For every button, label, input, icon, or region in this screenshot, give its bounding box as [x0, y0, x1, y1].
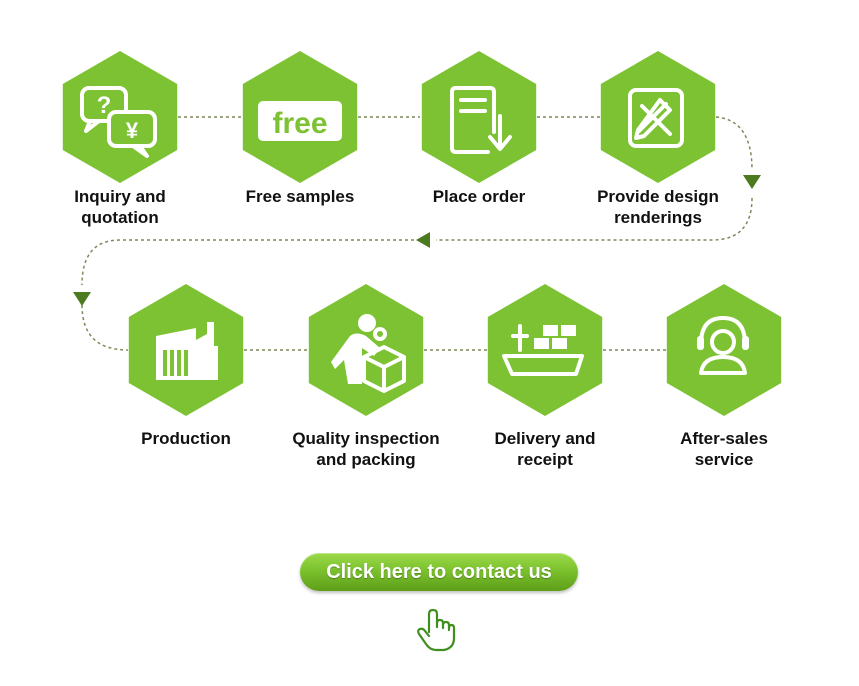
ruler-pencil-design-icon [628, 88, 684, 148]
flow-connectors [81, 116, 753, 351]
free-tag-text: free [272, 107, 327, 140]
svg-text:¥: ¥ [126, 118, 139, 143]
step-hexagon-7 [487, 284, 603, 416]
chat-bubbles-question-yen-icon: ? ¥ [80, 86, 157, 158]
connector-4-down [715, 116, 753, 171]
headset-support-icon [697, 316, 749, 375]
connector-down-5 [81, 304, 129, 351]
factory-icon [156, 322, 218, 380]
arrowhead-left [416, 232, 430, 248]
pointing-hand-icon[interactable] [414, 608, 456, 652]
cargo-ship-icon [502, 324, 584, 376]
step-label-7: Delivery and receipt [494, 429, 596, 469]
step-label-1: Inquiry and quotation [74, 187, 166, 227]
order-document-download-icon [450, 86, 512, 154]
arrowhead-down-left [73, 292, 91, 306]
step-label-2: Free samples [245, 187, 355, 206]
step-label-8: After-sales service [680, 429, 768, 469]
arrowhead-down-right [743, 175, 761, 189]
flow-arrowheads [73, 175, 761, 306]
svg-text:?: ? [97, 92, 112, 119]
step-label-4: Provide design renderings [597, 187, 719, 227]
step-label-6: Quality inspection and packing [292, 429, 440, 469]
connector-left-turn [81, 239, 420, 286]
contact-us-button[interactable]: Click here to contact us [300, 553, 578, 591]
free-tag-icon: free [258, 101, 342, 141]
worker-packing-box-icon [331, 314, 406, 393]
step-label-3: Place order [432, 187, 526, 206]
step-hexagon-3 [421, 51, 537, 183]
step-hexagon-4 [600, 51, 716, 183]
step-label-5: Production [141, 429, 231, 448]
connector-row-return [436, 197, 753, 241]
step-hexagon-8 [666, 284, 782, 416]
